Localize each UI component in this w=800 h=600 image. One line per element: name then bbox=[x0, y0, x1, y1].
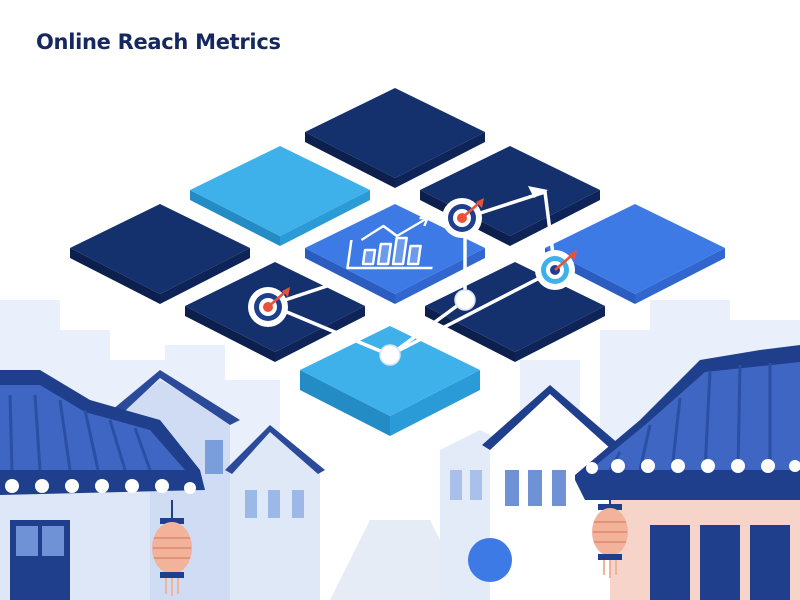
street bbox=[330, 520, 470, 600]
trend-node bbox=[454, 289, 476, 311]
target-icon bbox=[535, 250, 577, 290]
target-icon bbox=[442, 198, 484, 238]
target-icon bbox=[248, 287, 290, 327]
lantern-icon bbox=[592, 500, 628, 578]
lantern-icon bbox=[152, 500, 192, 596]
right-hanok bbox=[575, 345, 800, 600]
trend-node bbox=[379, 344, 401, 366]
tile-navy bbox=[70, 204, 250, 304]
right-buildings bbox=[440, 385, 620, 600]
page-title: Online Reach Metrics bbox=[36, 30, 281, 54]
arrow-icon bbox=[528, 186, 548, 198]
chart-icon bbox=[346, 216, 433, 270]
tile-navy bbox=[425, 262, 605, 362]
left-hanok bbox=[0, 370, 205, 600]
tile-cyan bbox=[190, 146, 370, 246]
tile-cyan bbox=[300, 326, 480, 436]
tile-navy bbox=[305, 88, 485, 188]
